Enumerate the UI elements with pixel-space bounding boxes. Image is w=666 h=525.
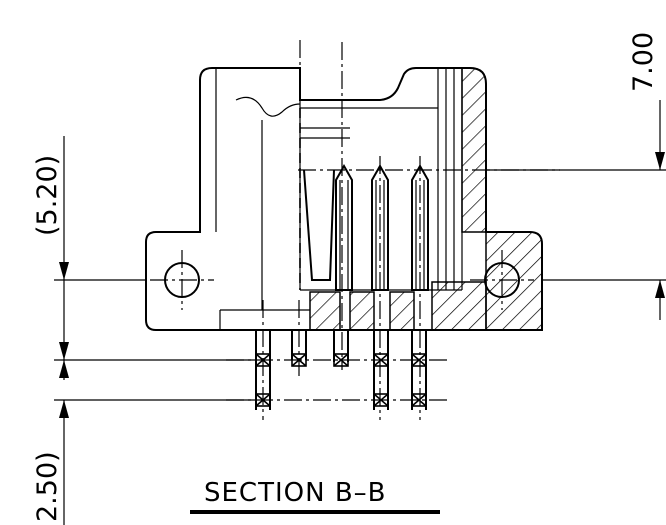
center-lines: [226, 40, 560, 420]
contact-pins: [303, 163, 429, 291]
dim-left-upper: (5.20): [32, 155, 63, 236]
section-title: SECTION B–B: [204, 478, 387, 508]
dimension-lines: [54, 100, 666, 525]
mounting-holes: [150, 250, 534, 310]
housing-outline: [145, 67, 543, 331]
dim-left-lower: 2.50): [32, 451, 63, 522]
pin-tails: [255, 330, 427, 410]
dim-top-right: 7.00: [628, 32, 659, 92]
